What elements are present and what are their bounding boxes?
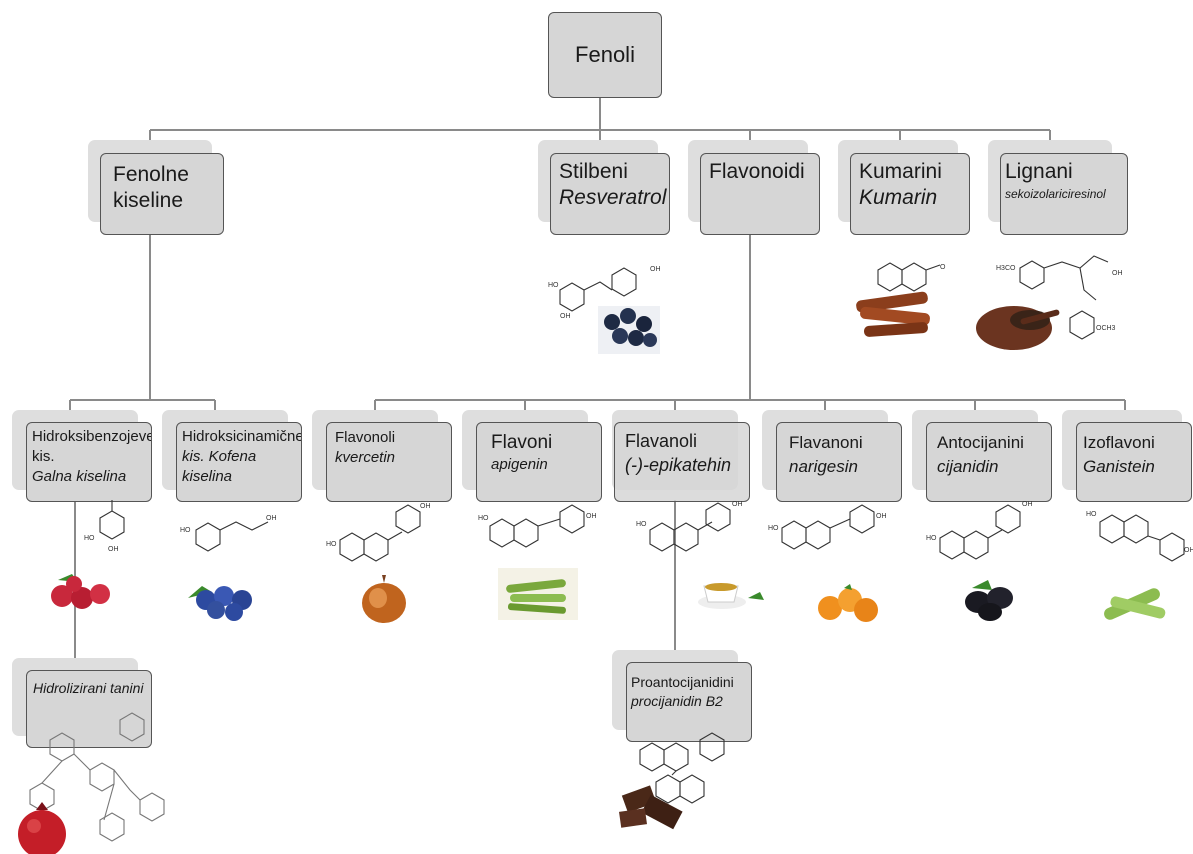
node-kumarini: Kumarini Kumarin <box>838 140 970 235</box>
node-example: sekoizolariciresinol <box>1005 187 1106 201</box>
node-label: Antocijanini <box>937 433 1024 452</box>
node-flavanoni: Flavanoni narigesin <box>762 410 902 502</box>
node-example: procijanidin B2 <box>631 693 723 709</box>
node-label: Flavoni <box>491 432 553 453</box>
node-stilbeni: Stilbeni Resveratrol <box>538 140 670 235</box>
node-example: kvercetin <box>335 449 396 466</box>
node-label: Stilbeni <box>559 160 628 183</box>
node-example: Kumarin <box>859 186 938 209</box>
node-label: Proantocijanidini <box>631 674 734 690</box>
node-hidrolizirani-tanini: Hidrolizirani tanini <box>12 658 152 748</box>
node-example: kis. Kofena kiselina <box>182 448 257 485</box>
node-label: Hidroksibenzojeve kis. <box>32 428 152 465</box>
node-label: Flavonoli <box>335 429 396 446</box>
node-label: Flavanoni <box>789 433 863 452</box>
node-label: Fenolne kiseline <box>113 163 189 212</box>
node-example: apigenin <box>491 456 548 473</box>
node-label: Hidroksicinamične <box>182 428 302 445</box>
node-example: narigesin <box>789 457 858 476</box>
node-label: Lignani <box>1005 160 1073 183</box>
node-flavonoli: Flavonoli kvercetin <box>312 410 452 502</box>
node-izoflavoni: Izoflavoni Ganistein <box>1062 410 1192 502</box>
node-example: Hidrolizirani tanini <box>33 680 144 696</box>
node-hidroksibenzojeve: Hidroksibenzojeve kis. Galna kiselina <box>12 410 152 502</box>
node-flavonoidi: Flavonoidi <box>688 140 820 235</box>
node-flavanoli: Flavanoli (-)-epikatehin <box>612 410 752 502</box>
node-example: Ganistein <box>1083 457 1155 476</box>
node-example: (-)-epikatehin <box>625 455 732 475</box>
node-label: Kumarini <box>859 160 942 183</box>
node-hidroksicinamicne: Hidroksicinamične kis. Kofena kiselina <box>162 410 302 502</box>
node-lignani: Lignani sekoizolariciresinol <box>988 140 1128 235</box>
node-label: Flavanoli <box>625 431 698 451</box>
node-antocijanini: Antocijanini cijanidin <box>912 410 1052 502</box>
node-label: Flavonoidi <box>709 160 805 183</box>
node-example: Galna kiselina <box>32 468 127 485</box>
node-fenolne-kiseline: Fenolne kiseline <box>88 140 224 235</box>
node-label: Fenoli <box>575 42 635 67</box>
node-fenoli: Fenoli <box>548 12 662 98</box>
node-label: Izoflavoni <box>1083 433 1155 452</box>
node-proantocijanidini: Proantocijanidini procijanidin B2 <box>612 650 752 742</box>
node-example: cijanidin <box>937 457 999 476</box>
node-flavoni: Flavoni apigenin <box>462 410 602 502</box>
node-example: Resveratrol <box>559 186 667 209</box>
